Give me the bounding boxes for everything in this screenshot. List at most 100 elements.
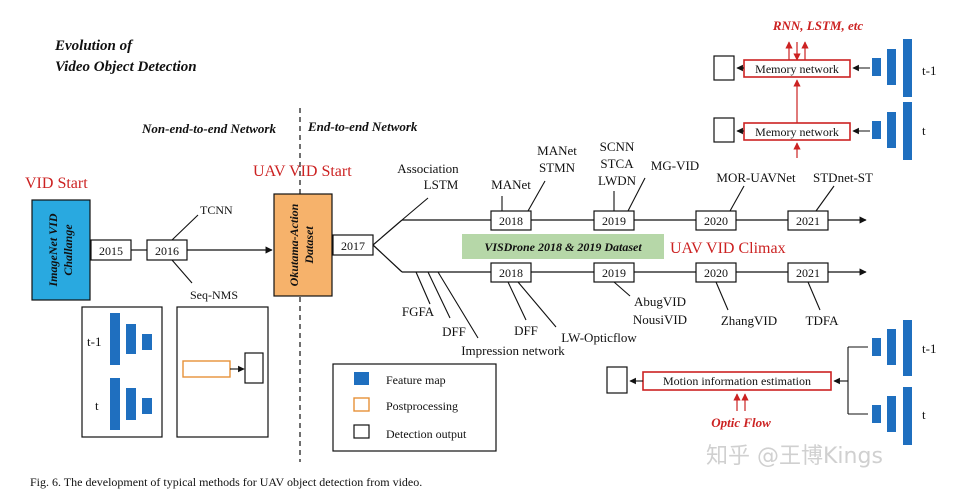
visdrone-dataset-box xyxy=(462,234,664,259)
year-top-2019: 2019 xyxy=(602,214,626,228)
year-bottom-2018: 2018 xyxy=(499,266,523,280)
memory-network-label-2: Memory network xyxy=(755,125,839,139)
title-line-1: Evolution of xyxy=(54,38,134,54)
method-fgfa: FGFA xyxy=(402,304,435,319)
okutama-action-box xyxy=(273,193,333,297)
okutama-box-line-2: Dataset xyxy=(302,226,316,265)
year-bottom-2018-box xyxy=(490,262,532,283)
method-seq-nms: Seq-NMS xyxy=(190,288,238,302)
method-abugvid: AbugVID xyxy=(634,294,686,309)
feature-map-bar xyxy=(142,398,152,414)
year-top-2021-box xyxy=(787,210,829,231)
label-vid-start: VID Start xyxy=(25,175,88,192)
feature-map-bar xyxy=(126,324,136,354)
feature-map-bar xyxy=(872,58,881,76)
year-bottom-2019: 2019 xyxy=(602,266,626,280)
method-lwdn: LWDN xyxy=(598,173,637,188)
feature-map-bar xyxy=(142,334,152,350)
feature-map-bar xyxy=(887,329,896,365)
label-rnn-lstm: RNN, LSTM, etc xyxy=(772,18,864,33)
frame-t-b: t xyxy=(922,123,926,138)
label-non-end-to-end: Non-end-to-end Network xyxy=(141,121,276,136)
method-mor-uavnet: MOR-UAVNet xyxy=(716,170,796,185)
method-scnn: SCNN xyxy=(600,139,635,154)
method-stca: STCA xyxy=(600,156,634,171)
method-mg-vid: MG-VID xyxy=(651,158,699,173)
feature-stack-panel xyxy=(81,306,163,438)
method-manet-2: MANet xyxy=(537,143,577,158)
okutama-box-line-1: Okutama-Action xyxy=(287,203,301,286)
frame-t-minus-1-b: t-1 xyxy=(922,63,936,78)
method-dff-2: DFF xyxy=(514,323,538,338)
year-top-2020: 2020 xyxy=(704,214,728,228)
fork-upper xyxy=(372,219,403,246)
year-top-2018: 2018 xyxy=(499,214,523,228)
feature-map-bar xyxy=(903,320,912,376)
method-stdnet-st: STDnet-ST xyxy=(813,170,873,185)
legend-feature-map: Feature map xyxy=(386,373,446,387)
method-lstm: LSTM xyxy=(424,177,459,192)
method-association: Association xyxy=(397,161,459,176)
fork-lower xyxy=(372,244,403,273)
memory-output-1 xyxy=(713,55,735,81)
method-tcnn: TCNN xyxy=(200,203,233,217)
visdrone-dataset-label: VISDrone 2018 & 2019 Dataset xyxy=(484,240,642,254)
year-top-2018-box xyxy=(490,210,532,231)
method-nousivid: NousiVID xyxy=(633,312,687,327)
frame-t-minus-1-a: t-1 xyxy=(87,334,101,349)
feature-map-bar xyxy=(872,121,881,139)
branch-tcnn xyxy=(171,214,199,241)
imagenet-vid-box xyxy=(31,199,91,301)
year-2015: 2015 xyxy=(99,244,123,258)
motion-estimation-label: Motion information estimation xyxy=(663,374,811,388)
memory-network-label-1: Memory network xyxy=(755,62,839,76)
feature-map-bar xyxy=(887,112,896,148)
figure-caption: Fig. 6. The development of typical metho… xyxy=(30,475,422,489)
feature-map-bar xyxy=(126,388,136,420)
year-2016: 2016 xyxy=(155,244,179,258)
feature-map-bar xyxy=(872,338,881,356)
feature-map-bar xyxy=(887,49,896,85)
label-optic-flow: Optic Flow xyxy=(711,415,771,430)
feature-map-bar xyxy=(887,396,896,432)
legend-detection-output-swatch xyxy=(353,424,370,439)
method-impression-network: Impression network xyxy=(461,343,565,358)
label-uav-vid-start: UAV VID Start xyxy=(253,163,352,180)
method-dff-1: DFF xyxy=(442,324,466,339)
imagenet-box-line-2: Challange xyxy=(61,224,75,276)
label-uav-vid-climax: UAV VID Climax xyxy=(670,240,786,257)
detection-output-block xyxy=(244,352,264,384)
feature-map-bar xyxy=(110,378,120,430)
frame-t-a: t xyxy=(95,398,99,413)
title-line-2: Video Object Detection xyxy=(55,59,197,75)
year-top-2020-box xyxy=(695,210,737,231)
year-bottom-2021: 2021 xyxy=(796,266,820,280)
method-lw-opticflow: LW-Opticflow xyxy=(561,330,637,345)
feature-map-bar xyxy=(872,405,881,423)
method-stmn: STMN xyxy=(539,160,576,175)
legend-postprocessing: Postprocessing xyxy=(386,399,458,413)
legend-postprocessing-swatch xyxy=(353,397,370,412)
feature-map-bar xyxy=(110,313,120,365)
year-top-2021: 2021 xyxy=(796,214,820,228)
method-tdfa: TDFA xyxy=(806,313,840,328)
memory-output-2 xyxy=(713,117,735,143)
motion-output xyxy=(606,366,628,394)
method-zhangvid: ZhangVID xyxy=(721,313,777,328)
branch-seq-nms xyxy=(171,259,193,284)
legend-feature-map-swatch xyxy=(354,372,369,385)
label-end-to-end: End-to-end Network xyxy=(307,119,418,134)
watermark: 知乎 @王博Kings xyxy=(706,444,883,469)
method-manet: MANet xyxy=(491,177,531,192)
frame-t-c: t xyxy=(922,407,926,422)
feature-map-bar xyxy=(903,387,912,445)
feature-map-bar xyxy=(903,102,912,160)
year-2017: 2017 xyxy=(341,239,365,253)
year-bottom-2020: 2020 xyxy=(704,266,728,280)
legend-detection-output: Detection output xyxy=(386,427,467,441)
postprocessing-block xyxy=(182,360,231,378)
feature-map-bar xyxy=(903,39,912,97)
frame-t-minus-1-c: t-1 xyxy=(922,341,936,356)
imagenet-box-line-1: ImageNet VID xyxy=(46,213,60,287)
